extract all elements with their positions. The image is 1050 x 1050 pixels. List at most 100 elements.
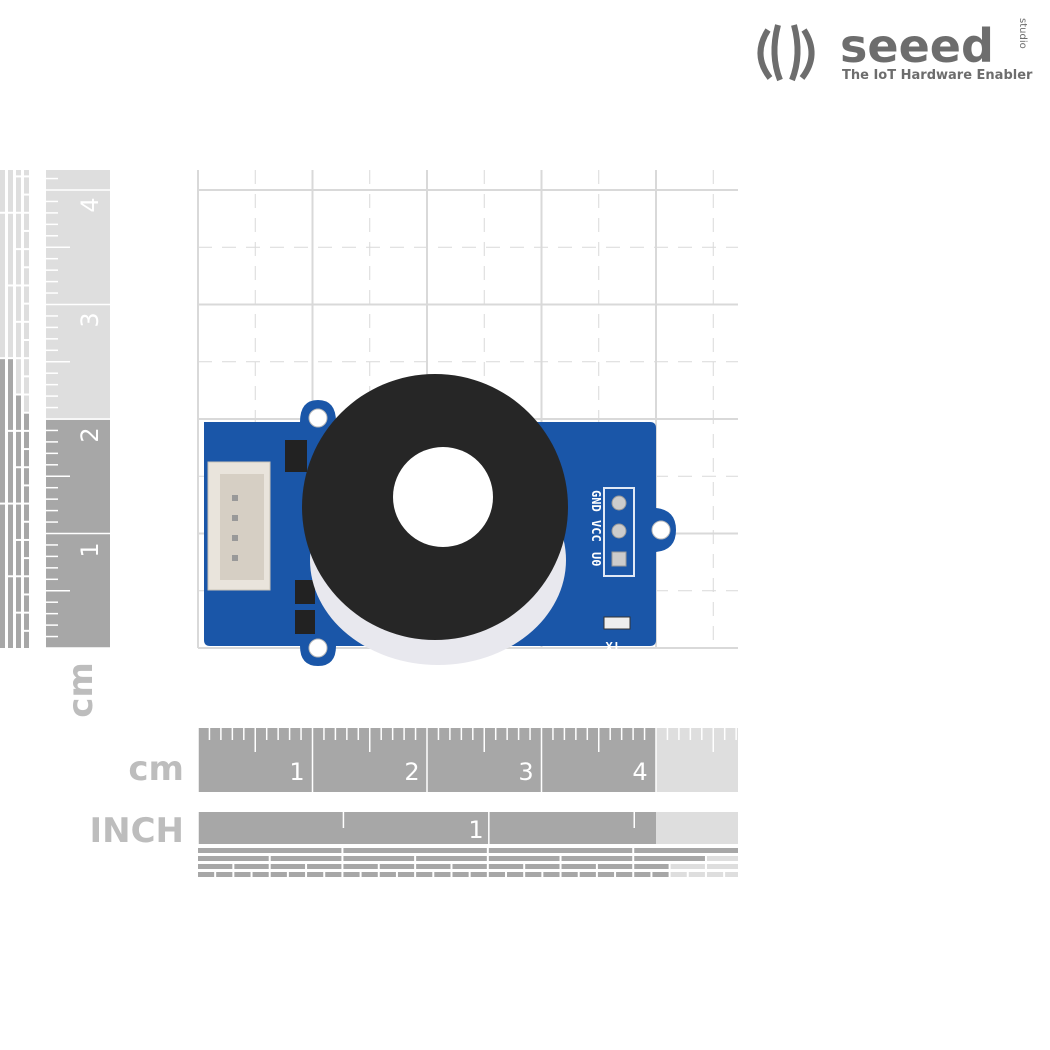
inch-subdivision	[24, 395, 29, 412]
inch-subdivision	[416, 864, 451, 869]
inch-subdivision	[234, 864, 269, 869]
inch-subdivision	[16, 177, 21, 212]
inch-subdivision	[24, 413, 29, 430]
inch-subdivision	[24, 522, 29, 539]
inch-subdivision	[270, 856, 342, 861]
inch-subdivision	[452, 872, 469, 877]
inch-subdivision	[379, 864, 415, 869]
inch-subdivision	[16, 286, 21, 321]
inch-subdivision	[16, 504, 21, 539]
grove-connector	[207, 461, 271, 591]
inch-subdivision	[488, 864, 524, 869]
vruler-label-2: 2	[76, 427, 104, 442]
inch-subdivision	[343, 872, 360, 877]
horizontal-cm-ruler: 1 2 3 4	[197, 728, 738, 792]
inch-subdivision	[16, 213, 21, 249]
pin-label-u0: U0	[589, 552, 603, 566]
inch-subdivision	[561, 856, 633, 861]
inch-subdivision	[24, 504, 29, 521]
inch-subdivision	[325, 872, 342, 877]
vertical-cm-ruler: 1 2 3 4	[46, 170, 110, 649]
inch-subdivision	[488, 872, 506, 877]
inch-subdivision	[24, 231, 29, 249]
inch-subdivision	[24, 340, 29, 358]
inch-subdivision	[434, 872, 451, 877]
inch-subdivision	[706, 864, 738, 869]
inch-subdivision	[24, 613, 29, 630]
inch-subdivision	[24, 268, 29, 285]
hruler-label-1: 1	[289, 758, 304, 786]
inch-subdivision	[24, 286, 29, 303]
inch-subdivision	[198, 848, 342, 853]
inch-subdivision	[688, 872, 705, 877]
inch-subdivision	[634, 848, 738, 853]
hruler-label-3: 3	[518, 758, 533, 786]
inch-subdivision	[597, 864, 633, 869]
inch-subdivision	[561, 872, 578, 877]
inch-subdivision	[8, 286, 13, 358]
inch-subdivision	[24, 595, 29, 612]
inch-subdivision	[343, 856, 415, 861]
inch-subdivision	[706, 872, 724, 877]
vruler-label-1: 1	[76, 542, 104, 557]
inch-subdivision	[24, 304, 29, 321]
inch-subdivision	[543, 872, 560, 877]
vertical-inch-ruler	[0, 170, 29, 648]
inch-subdivision	[252, 872, 269, 877]
inch-subdivision	[24, 213, 29, 230]
vruler-unit: cm	[61, 662, 101, 718]
inch-subdivision	[8, 504, 13, 576]
inch-subdivision	[597, 872, 615, 877]
inch-subdivision	[488, 848, 633, 853]
inch-subdivision	[216, 872, 233, 877]
inch-subdivision	[16, 170, 21, 176]
hruler-label-4: 4	[632, 758, 647, 786]
inch-subdivision	[198, 864, 233, 869]
inch-subdivision	[379, 872, 396, 877]
seeed-leaf-icon	[757, 24, 815, 82]
inch-subdivision	[307, 872, 324, 877]
inch-subdivision	[24, 540, 29, 558]
inch-subdivision	[8, 213, 13, 285]
inch-subdivision	[343, 848, 487, 853]
inch-subdivision	[525, 864, 560, 869]
chip	[285, 440, 307, 472]
inch-subdivision	[270, 864, 306, 869]
inch-subdivision	[634, 856, 705, 861]
inch-subdivision	[24, 468, 29, 485]
pin-label-gnd: GND	[589, 490, 603, 512]
inch-subdivision	[16, 250, 21, 285]
logo-brand: seeed	[840, 19, 994, 73]
hruler-label-2: 2	[404, 758, 419, 786]
inch-subdivision	[24, 359, 29, 376]
logo-tagline: The IoT Hardware Enabler	[842, 68, 1033, 83]
inch-subdivision	[634, 872, 651, 877]
chip	[295, 580, 315, 604]
hruler-unit: cm	[128, 749, 184, 789]
inch-subdivision	[416, 856, 487, 861]
inch-subdivision	[452, 864, 487, 869]
inch-subdivision	[198, 872, 215, 877]
tx-led	[603, 616, 631, 630]
inch-subdivision	[24, 577, 29, 594]
inch-subdivision	[0, 359, 5, 503]
inch-subdivision	[507, 872, 524, 877]
inch-subdivision	[488, 856, 560, 861]
inch-subdivision	[24, 177, 29, 194]
inch-subdivision	[24, 559, 29, 576]
inch-subdivision	[652, 872, 669, 877]
chip	[295, 610, 315, 634]
inch-subdivision	[24, 450, 29, 467]
horizontal-inch-ruler: 1	[197, 812, 738, 877]
inch-subdivision	[0, 213, 5, 358]
inch-subdivision	[706, 856, 738, 861]
inch-subdivision	[525, 872, 542, 877]
inch-subdivision	[270, 872, 287, 877]
inch-subdivision	[288, 872, 306, 877]
inch-subdivision	[670, 864, 705, 869]
inch-subdivision	[16, 359, 21, 394]
inch-subdivision	[16, 431, 21, 467]
inch-subdivision	[343, 864, 378, 869]
inch-subdivision	[670, 872, 687, 877]
